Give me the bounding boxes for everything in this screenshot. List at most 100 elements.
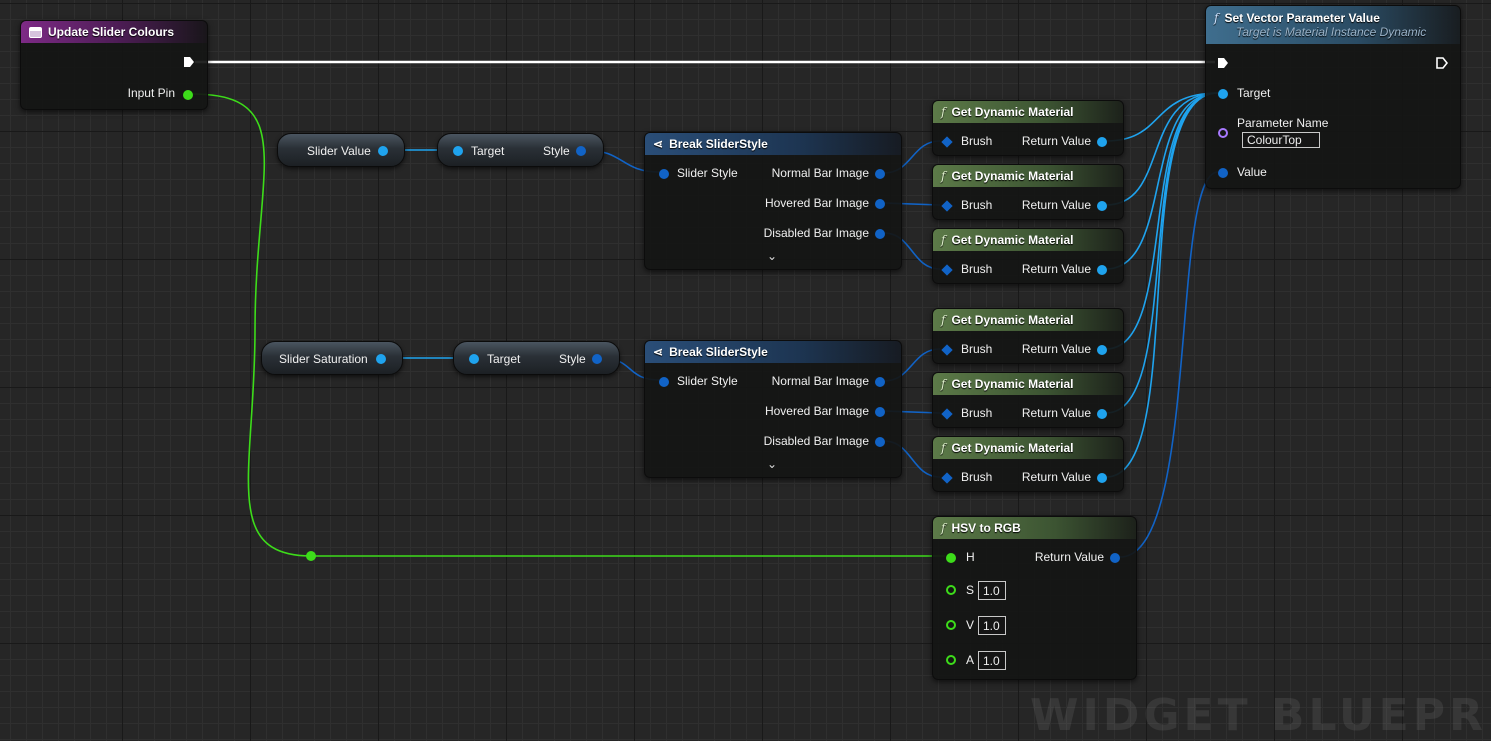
disabled-bar-image-label: Disabled Bar Image bbox=[763, 434, 869, 448]
return-value-label: Return Value bbox=[1021, 342, 1091, 356]
exec-out-pin[interactable] bbox=[1436, 57, 1448, 69]
return-value-pin[interactable] bbox=[1097, 473, 1107, 483]
get-dynamic-material-header: f Get Dynamic Material bbox=[933, 309, 1123, 331]
break-sliderstyle-node[interactable]: ⋖ Break SliderStyle Slider Style Normal … bbox=[644, 340, 902, 478]
h-pin[interactable] bbox=[946, 553, 956, 563]
return-value-label: Return Value bbox=[1021, 406, 1091, 420]
target-pin[interactable] bbox=[1218, 89, 1228, 99]
break-node-title: Break SliderStyle bbox=[669, 137, 768, 151]
normal-bar-image-label: Normal Bar Image bbox=[771, 166, 869, 180]
exec-out-pin[interactable] bbox=[183, 56, 195, 68]
get-dynamic-material-title: Get Dynamic Material bbox=[951, 313, 1074, 327]
brush-label: Brush bbox=[961, 470, 993, 484]
v-pin[interactable] bbox=[946, 620, 956, 630]
brush-in-pin[interactable] bbox=[941, 136, 953, 148]
brush-in-pin[interactable] bbox=[941, 264, 953, 276]
target-label: Target bbox=[487, 352, 521, 366]
chevron-down-icon[interactable]: ⌄ bbox=[767, 457, 778, 471]
return-value-label: Return Value bbox=[1021, 198, 1091, 212]
slider-value-out-pin[interactable] bbox=[378, 146, 388, 156]
return-value-pin[interactable] bbox=[1097, 265, 1107, 275]
style-out-pin[interactable] bbox=[576, 146, 586, 156]
normal-bar-image-pin[interactable] bbox=[875, 169, 885, 179]
brush-label: Brush bbox=[961, 262, 993, 276]
brush-in-pin[interactable] bbox=[941, 200, 953, 212]
get-dynamic-material-title: Get Dynamic Material bbox=[951, 233, 1074, 247]
slider-style-label: Slider Style bbox=[677, 166, 738, 180]
slider-style-in-pin[interactable] bbox=[659, 169, 669, 179]
return-value-pin[interactable] bbox=[1097, 345, 1107, 355]
slider-value-variable-node[interactable]: Slider Value bbox=[277, 133, 405, 167]
return-value-pin[interactable] bbox=[1097, 201, 1107, 211]
normal-bar-image-pin[interactable] bbox=[875, 377, 885, 387]
style-getter-node[interactable]: Target Style bbox=[453, 341, 620, 375]
a-pin[interactable] bbox=[946, 655, 956, 665]
function-icon: f bbox=[941, 233, 946, 247]
slider-saturation-variable-node[interactable]: Slider Saturation bbox=[261, 341, 403, 375]
input-pin[interactable] bbox=[183, 90, 193, 100]
disabled-bar-image-pin[interactable] bbox=[875, 437, 885, 447]
event-node-header: Update Slider Colours bbox=[21, 21, 207, 43]
return-value-pin[interactable] bbox=[1110, 553, 1120, 563]
return-value-pin[interactable] bbox=[1097, 137, 1107, 147]
s-value-field[interactable]: 1.0 bbox=[978, 581, 1006, 600]
break-struct-icon: ⋖ bbox=[653, 137, 664, 151]
target-in-pin[interactable] bbox=[469, 354, 479, 364]
object-wire[interactable] bbox=[1105, 92, 1219, 270]
target-pin-label: Target bbox=[1237, 86, 1271, 100]
exec-in-pin[interactable] bbox=[1217, 57, 1229, 69]
v-value-field[interactable]: 1.0 bbox=[978, 616, 1006, 635]
event-icon bbox=[29, 26, 42, 38]
return-value-pin[interactable] bbox=[1097, 409, 1107, 419]
object-wire[interactable] bbox=[1105, 92, 1219, 206]
event-node-update-slider-colours[interactable]: Update Slider Colours Input Pin bbox=[20, 20, 208, 110]
disabled-bar-image-label: Disabled Bar Image bbox=[763, 226, 869, 240]
style-out-pin[interactable] bbox=[592, 354, 602, 364]
slider-saturation-out-pin[interactable] bbox=[376, 354, 386, 364]
hovered-bar-image-pin[interactable] bbox=[875, 407, 885, 417]
disabled-bar-image-pin[interactable] bbox=[875, 229, 885, 239]
parameter-name-pin[interactable] bbox=[1218, 128, 1228, 138]
function-icon: f bbox=[1214, 11, 1219, 25]
float-wire[interactable] bbox=[191, 93, 945, 557]
style-getter-node[interactable]: Target Style bbox=[437, 133, 604, 167]
hovered-bar-image-label: Hovered Bar Image bbox=[764, 196, 869, 210]
set-vector-subtitle: Target is Material Instance Dynamic bbox=[1236, 25, 1427, 39]
event-node-title: Update Slider Colours bbox=[48, 25, 175, 39]
value-pin[interactable] bbox=[1218, 168, 1228, 178]
struct-wire[interactable] bbox=[1119, 171, 1219, 558]
a-value-field[interactable]: 1.0 bbox=[978, 651, 1006, 670]
parameter-name-field[interactable]: ColourTop bbox=[1242, 132, 1320, 148]
object-wire[interactable] bbox=[1105, 92, 1219, 478]
hovered-bar-image-pin[interactable] bbox=[875, 199, 885, 209]
chevron-down-icon[interactable]: ⌄ bbox=[767, 249, 778, 263]
slider-style-in-pin[interactable] bbox=[659, 377, 669, 387]
slider-saturation-label: Slider Saturation bbox=[279, 352, 368, 366]
break-sliderstyle-node[interactable]: ⋖ Break SliderStyle Slider Style Normal … bbox=[644, 132, 902, 270]
get-dynamic-material-title: Get Dynamic Material bbox=[951, 377, 1074, 391]
hsv-to-rgb-title: HSV to RGB bbox=[951, 521, 1021, 535]
brush-in-pin[interactable] bbox=[941, 408, 953, 420]
function-icon: f bbox=[941, 313, 946, 327]
target-in-pin[interactable] bbox=[453, 146, 463, 156]
brush-in-pin[interactable] bbox=[941, 344, 953, 356]
reroute-knot[interactable] bbox=[306, 551, 316, 561]
s-pin[interactable] bbox=[946, 585, 956, 595]
get-dynamic-material-title: Get Dynamic Material bbox=[951, 169, 1074, 183]
function-icon: f bbox=[941, 105, 946, 119]
v-label: V bbox=[966, 618, 975, 632]
object-wire[interactable] bbox=[1105, 92, 1219, 350]
brush-in-pin[interactable] bbox=[941, 472, 953, 484]
hovered-bar-image-label: Hovered Bar Image bbox=[764, 404, 869, 418]
get-dynamic-material-title: Get Dynamic Material bbox=[951, 441, 1074, 455]
